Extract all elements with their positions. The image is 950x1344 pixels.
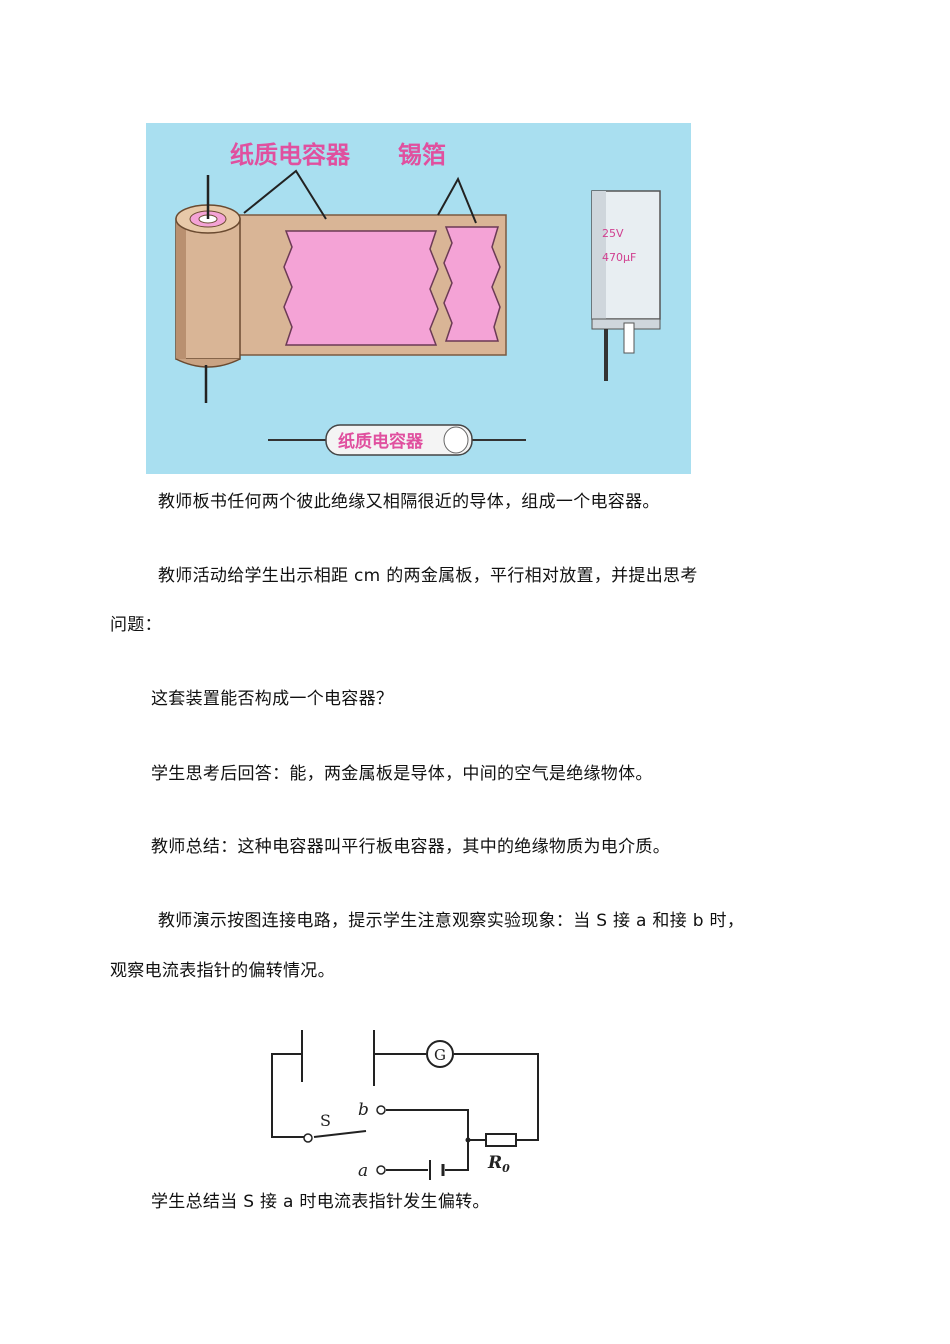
paragraph: 教师总结：这种电容器叫平行板电容器，其中的绝缘物质为电介质。 <box>151 837 670 857</box>
label-small-capacitor: 纸质电容器 <box>338 431 424 452</box>
paragraph: 教师活动给学生出示相距 cm 的两金属板，平行相对放置，并提出思考 <box>158 566 698 586</box>
circuit-diagram: G S b a R0 <box>262 1022 552 1187</box>
terminal-b-label: b <box>358 1100 369 1120</box>
paragraph: 问题： <box>110 615 162 635</box>
capacitor-illustration: 纸质电容器 锡箔 纸质电容器 25V 470μF <box>146 123 691 474</box>
label-tin-foil: 锡箔 <box>398 141 446 169</box>
paragraph: 学生总结当 S 接 a 时电流表指针发生偏转。 <box>151 1192 490 1212</box>
cap-capacitance-text: 470μF <box>602 251 636 264</box>
paragraph: 学生思考后回答：能，两金属板是导体，中间的空气是绝缘物体。 <box>151 764 653 784</box>
cap-voltage-text: 25V <box>602 227 624 240</box>
paragraph: 教师演示按图连接电路，提示学生注意观察实验现象：当 S 接 a 和接 b 时， <box>158 911 745 931</box>
terminal-a-label: a <box>358 1161 368 1181</box>
paragraph: 观察电流表指针的偏转情况。 <box>110 961 335 981</box>
resistor-label: R0 <box>487 1153 510 1175</box>
switch-label: S <box>320 1111 331 1130</box>
galvanometer-label: G <box>434 1046 446 1064</box>
label-paper-capacitor: 纸质电容器 <box>230 141 351 169</box>
paragraph: 这套装置能否构成一个电容器？ <box>151 689 394 709</box>
paragraph: 教师板书任何两个彼此绝缘又相隔很近的导体，组成一个电容器。 <box>158 492 660 512</box>
